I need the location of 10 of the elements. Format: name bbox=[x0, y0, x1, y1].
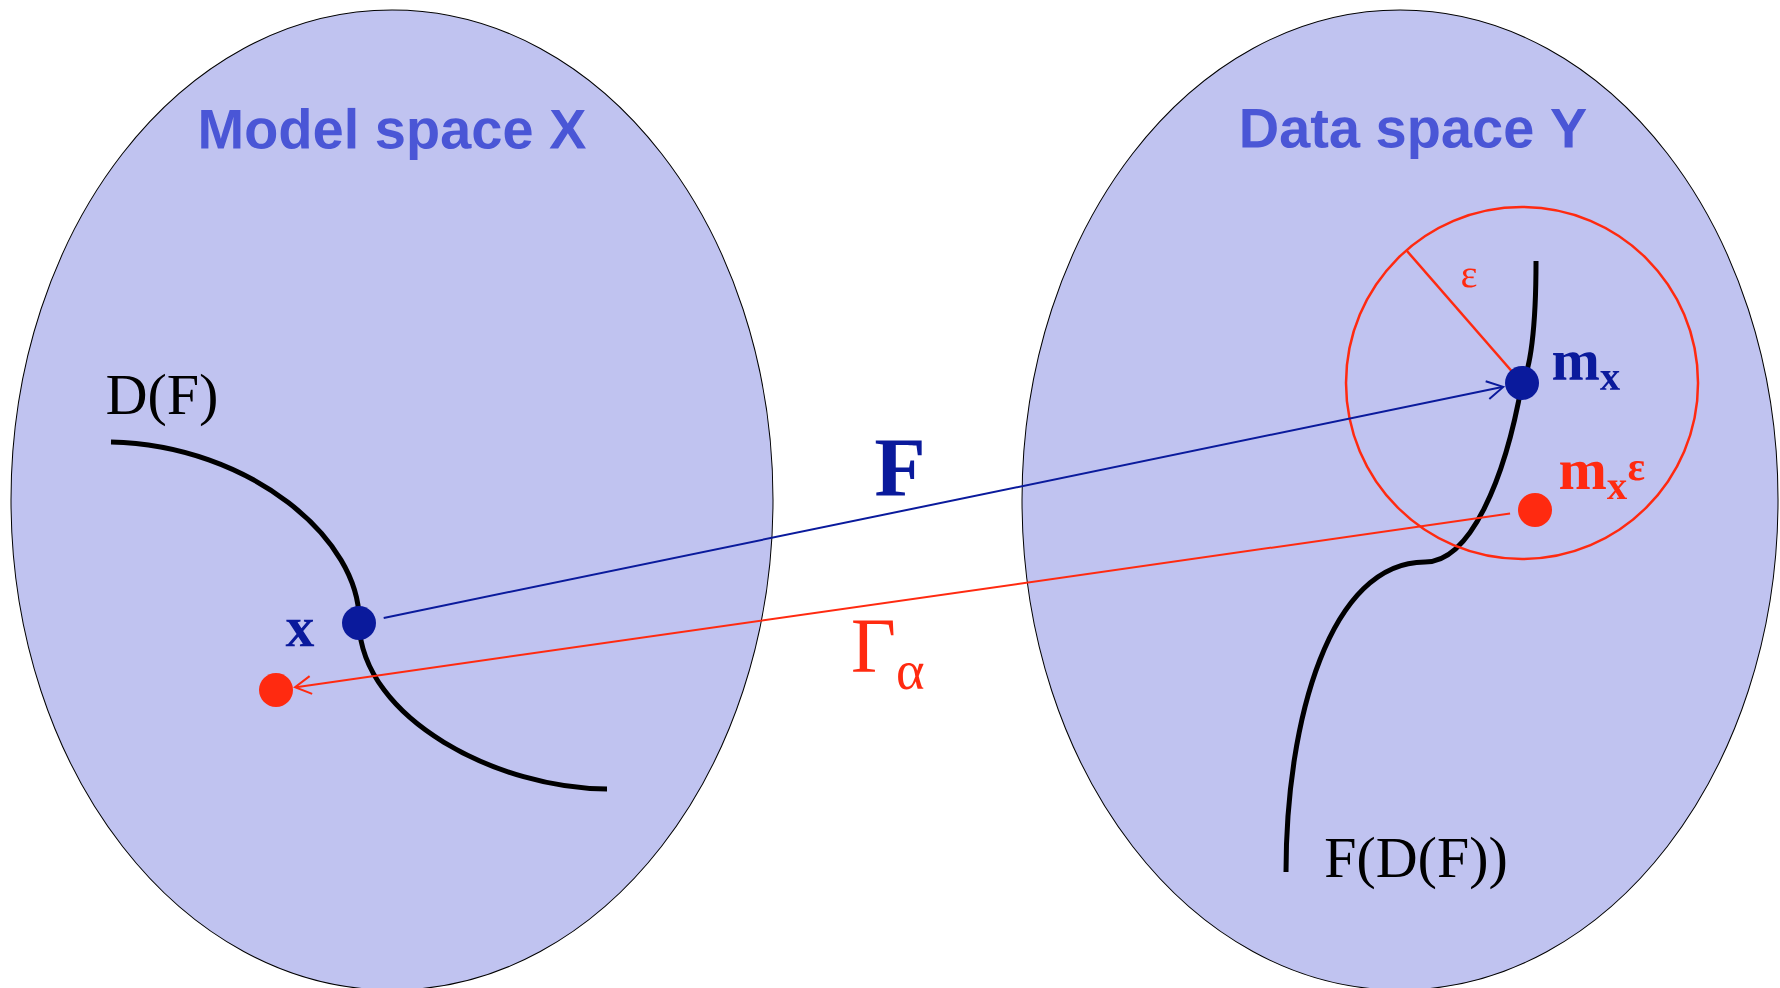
curve-label: F(D(F)) bbox=[1325, 836, 1506, 890]
edge-label: Γ$_{α}$ bbox=[848, 618, 928, 692]
point bbox=[259, 673, 293, 707]
point-label: m$_{x}$$^{ε}$ bbox=[1560, 460, 1645, 500]
curve-label: D(F) bbox=[107, 373, 216, 427]
point-label: m$_{x}$ bbox=[1553, 352, 1620, 390]
edge-label: F bbox=[872, 438, 928, 498]
arrow bbox=[293, 512, 1512, 695]
point-label: x bbox=[285, 619, 315, 647]
arrow bbox=[382, 380, 1506, 619]
